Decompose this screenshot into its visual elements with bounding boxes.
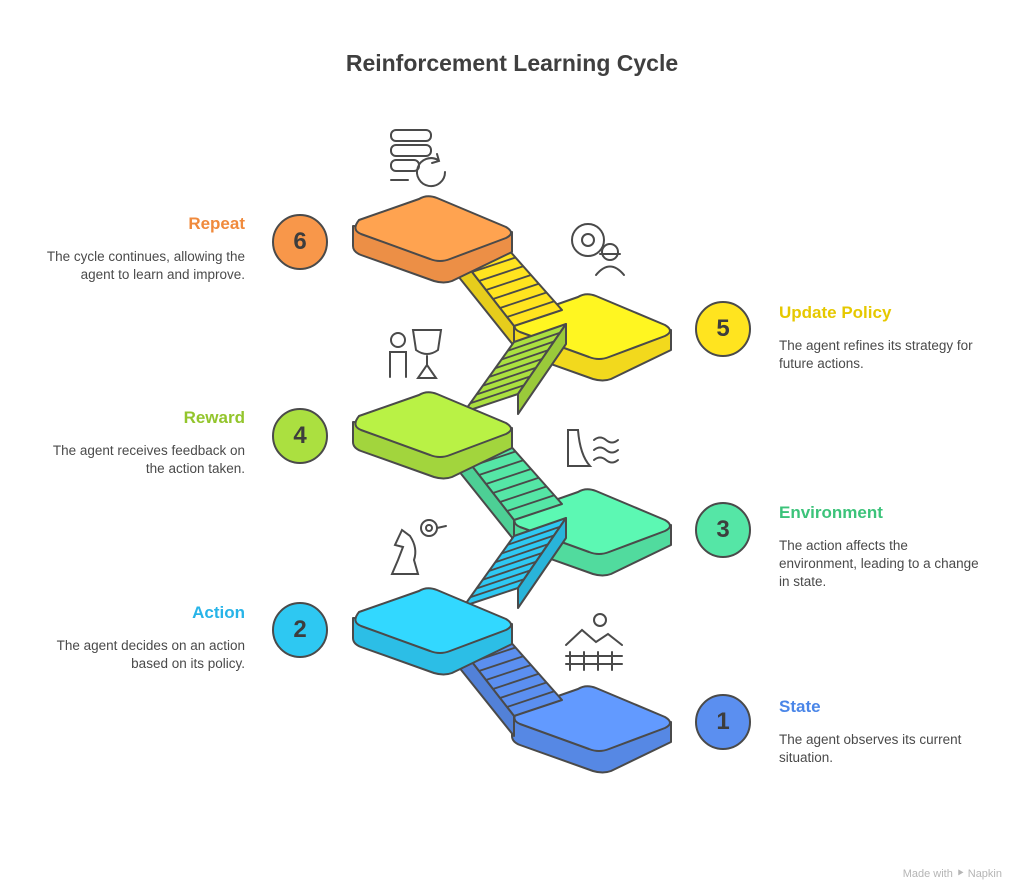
stairs-2-to-1-step [485,664,532,681]
stairs-2-to-3-step [501,534,555,555]
watermark: Made with ⯈ Napkin [902,868,1002,880]
step-1-number: 1 [695,694,751,750]
step-5-label: Update Policy [779,303,892,322]
step-5: Update Policy The agent refines its stra… [779,303,979,373]
step-2-label: Action [192,603,245,622]
chess-knight-target-icon [390,519,447,575]
stairs-4-to-3-step [478,459,524,476]
stairs-2-to-3-step [494,543,549,564]
stairs-2-to-1-step [492,672,540,690]
step-6-description: The cycle continues, allowing the agent … [46,249,245,282]
step-2: Action The agent decides on an action ba… [45,603,245,673]
stairs-4-to-5-step [469,384,525,405]
stairs-2-to-3-side [517,517,567,609]
stairs-4-to-5-side [517,323,567,415]
platform-2-top [354,587,512,654]
stairs-4-to-5-step [501,340,555,361]
step-6-label: Repeat [188,214,245,233]
step-3-description: The action affects the environment, lead… [779,538,979,589]
stairs-4-to-3-step [506,494,555,512]
stairs-6-to-5-step [478,265,524,282]
stairs-4-to-5-step [482,366,537,387]
step-4-number: 4 [272,408,328,464]
stairs-2-to-3-step [507,525,561,546]
stairs-2-to-3-step [469,578,525,599]
step-4-label: Reward [183,408,245,427]
platform-4-top [354,391,512,458]
stairs-2-to-3-step [482,560,537,581]
stairs-2-to-1-step [478,655,524,672]
server-refresh-icon [390,129,447,188]
step-4-description: The agent receives feedback on the actio… [52,443,245,476]
step-6: Repeat The cycle continues, allowing the… [45,214,245,284]
stairs-2-to-3-step [476,569,531,590]
step-3-number: 3 [695,502,751,558]
stairs-6-to-5-step [492,282,540,300]
step-3: Environment The action affects the envir… [779,503,979,591]
stairs-2-to-1-step [506,690,555,708]
step-2-number: 2 [272,602,328,658]
stairs-4-to-5-step [476,375,531,396]
stairs-4-to-3-step [485,468,532,485]
step-5-description: The agent refines its strategy for futur… [779,338,973,371]
step-3-label: Environment [779,503,883,522]
step-1-label: State [779,697,821,716]
person-trophy-icon [389,329,443,379]
diagram-title: Reinforcement Learning Cycle [345,50,679,76]
landscape-fence-icon [565,613,623,671]
step-2-description: The agent decides on an action based on … [56,638,245,671]
gear-engineer-icon [571,223,625,276]
stairs-4-to-5-step [507,331,561,352]
stairs-4-to-3-step [492,476,540,494]
step-1: State The agent observes its current sit… [779,697,979,767]
stairs-2-to-3-step [488,552,543,572]
dam-water-icon [567,429,619,467]
step-4: Reward The agent receives feedback on th… [45,408,245,478]
stairs-6-to-5-step [471,256,516,273]
step-5-number: 5 [695,301,751,357]
stairs-4-to-5-step [488,358,543,378]
stairs-6-to-5-step [499,291,547,309]
stairs-2-to-1-step [499,681,547,699]
platform-6-top [354,195,512,262]
stairs-4-to-5-step [494,349,549,370]
step-1-description: The agent observes its current situation… [779,732,962,765]
stairs-6-to-5-step [506,300,555,318]
step-6-number: 6 [272,214,328,270]
stairs-6-to-5-step [485,274,532,291]
stairs-4-to-3-step [499,485,547,503]
